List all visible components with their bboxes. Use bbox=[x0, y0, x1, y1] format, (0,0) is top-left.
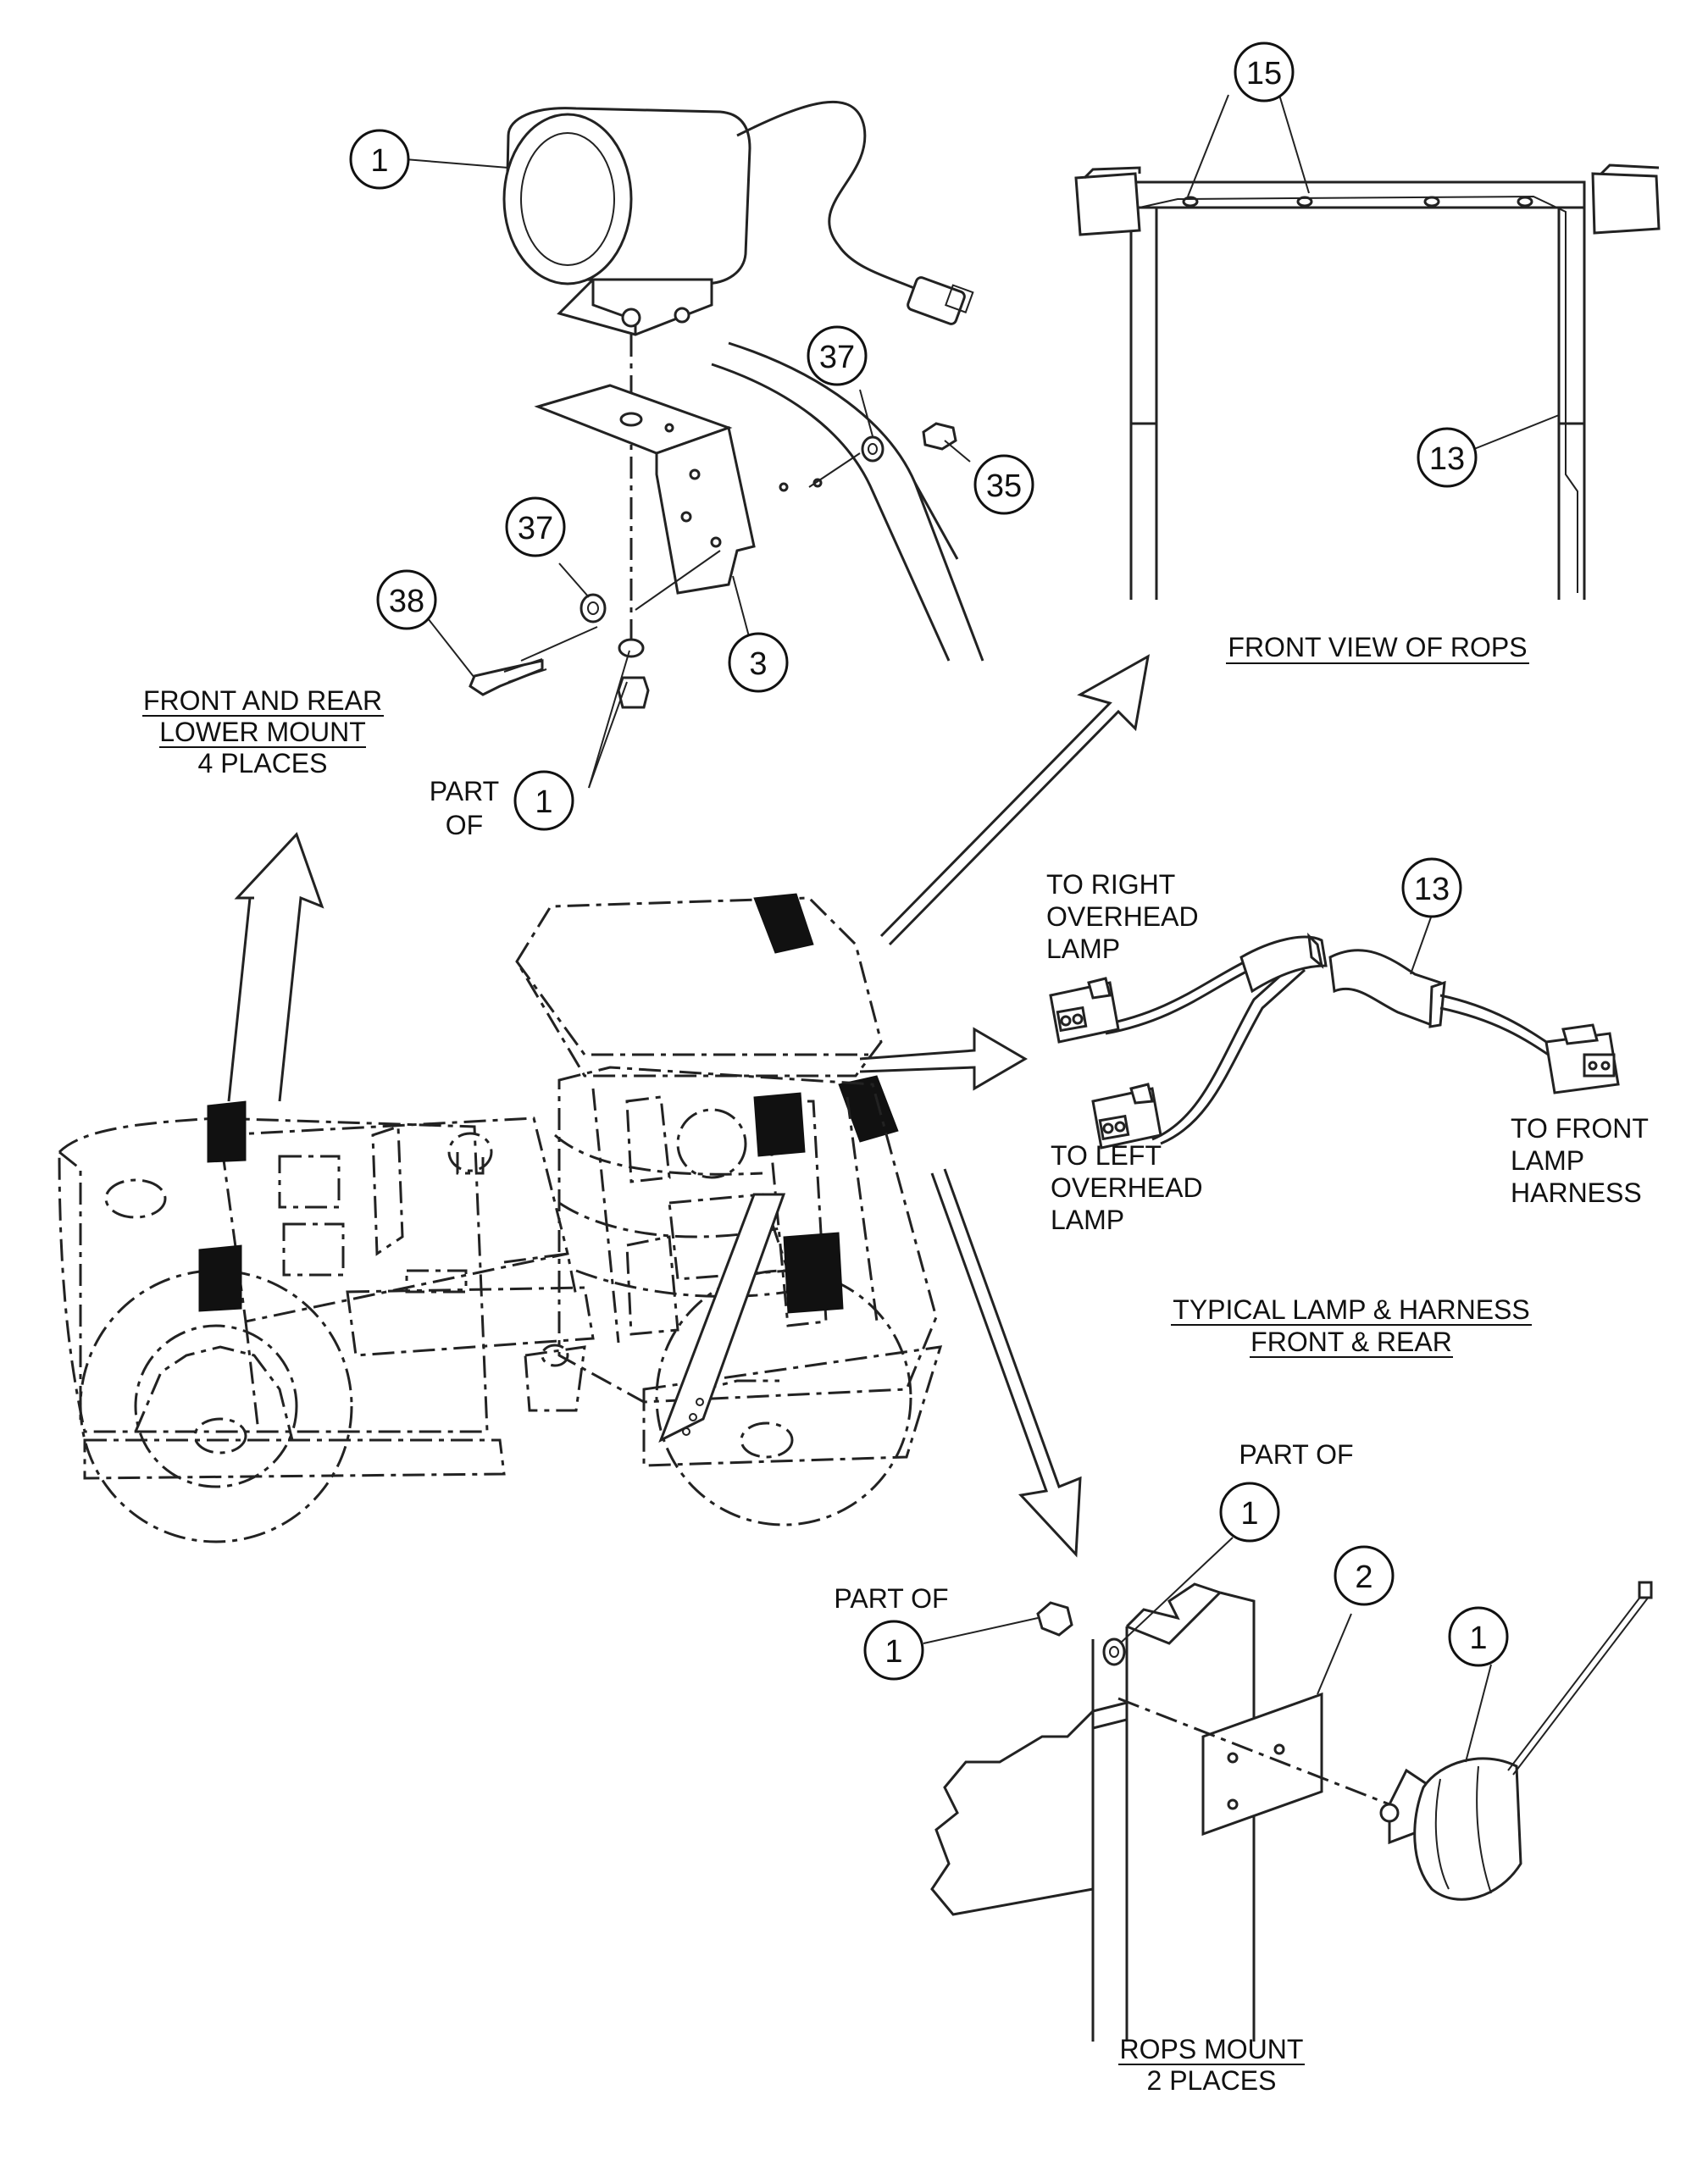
label-to-left-overhead-line3: LAMP bbox=[1051, 1205, 1124, 1235]
callout-13-harness: 13 bbox=[1401, 857, 1462, 918]
label-to-right-overhead-line1: TO RIGHT bbox=[1046, 869, 1175, 900]
callout-37-left-text: 37 bbox=[518, 511, 553, 546]
label-part-of-bottom-top-text: PART OF bbox=[1239, 1439, 1353, 1470]
label-to-right-overhead: TO RIGHT OVERHEAD LAMP bbox=[1046, 869, 1199, 964]
label-part-of-bottom-left-text: PART OF bbox=[834, 1583, 948, 1614]
callout-15-text: 15 bbox=[1246, 56, 1282, 91]
label-typical-lamp-line1: TYPICAL LAMP & HARNESS bbox=[1173, 1294, 1529, 1325]
callout-2-text: 2 bbox=[1355, 1560, 1372, 1595]
label-to-right-overhead-line3: LAMP bbox=[1046, 934, 1120, 964]
callout-1-top: 1 bbox=[349, 129, 410, 190]
roller-machine bbox=[58, 893, 943, 1543]
callout-35-text: 35 bbox=[986, 468, 1022, 504]
label-to-left-overhead-line2: OVERHEAD bbox=[1051, 1172, 1203, 1203]
callout-1-bottom-lamp: 1 bbox=[1448, 1606, 1509, 1667]
label-to-right-overhead-line2: OVERHEAD bbox=[1046, 901, 1199, 932]
view-arrows bbox=[227, 654, 1151, 1558]
callout-37-right: 37 bbox=[807, 325, 868, 386]
mounting-bracket bbox=[534, 384, 756, 595]
callout-1-partof-left-text: 1 bbox=[535, 784, 552, 820]
callout-2: 2 bbox=[1334, 1545, 1395, 1606]
label-part-of-left-line1: PART bbox=[430, 776, 499, 806]
label-to-front-lamp-line1: TO FRONT bbox=[1511, 1113, 1649, 1144]
callout-3: 3 bbox=[728, 632, 789, 693]
callout-38: 38 bbox=[376, 569, 437, 630]
rops-mount-detail bbox=[930, 1581, 1653, 2042]
callout-1-partof-bottom-left: 1 bbox=[863, 1620, 924, 1681]
callout-35: 35 bbox=[973, 454, 1034, 515]
lamp-harness bbox=[1049, 932, 1620, 1150]
callout-1-bottom-lamp-text: 1 bbox=[1469, 1621, 1487, 1656]
label-rops-mount-line1: ROPS MOUNT bbox=[1120, 2034, 1304, 2064]
callout-1-partof-bottom-left-text: 1 bbox=[884, 1634, 902, 1670]
callout-15: 15 bbox=[1234, 42, 1295, 103]
label-part-of-left: PART OF bbox=[430, 776, 499, 840]
label-typical-lamp: TYPICAL LAMP & HARNESS FRONT & REAR bbox=[1171, 1294, 1532, 1358]
callout-13-rops-text: 13 bbox=[1429, 441, 1465, 477]
label-part-of-left-line2: OF bbox=[446, 810, 483, 840]
callout-13-rops: 13 bbox=[1417, 427, 1478, 488]
label-part-of-bottom-top: PART OF bbox=[1239, 1439, 1353, 1470]
rops-upright-top bbox=[711, 341, 984, 662]
rops-front-view bbox=[1074, 163, 1661, 600]
label-typical-lamp-line2: FRONT & REAR bbox=[1250, 1327, 1452, 1357]
work-lamp-top bbox=[502, 100, 974, 644]
label-front-rear-mount-line1: FRONT AND REAR bbox=[143, 685, 382, 716]
label-to-front-lamp-line2: LAMP bbox=[1511, 1145, 1584, 1176]
label-rops-mount-line2: 2 PLACES bbox=[1147, 2065, 1277, 2096]
label-to-front-lamp: TO FRONT LAMP HARNESS bbox=[1511, 1113, 1649, 1208]
callout-1-partof-left: 1 bbox=[513, 770, 574, 831]
label-front-rear-mount-line3: 4 PLACES bbox=[198, 748, 328, 778]
callout-37-left: 37 bbox=[505, 496, 566, 557]
label-part-of-bottom-left: PART OF bbox=[834, 1583, 948, 1614]
label-front-rear-mount: FRONT AND REAR LOWER MOUNT 4 PLACES bbox=[142, 685, 384, 778]
label-to-front-lamp-line3: HARNESS bbox=[1511, 1177, 1642, 1208]
label-front-view-rops-text: FRONT VIEW OF ROPS bbox=[1228, 632, 1527, 662]
label-front-rear-mount-line2: LOWER MOUNT bbox=[159, 717, 366, 747]
callout-1-partof-bottom-top-text: 1 bbox=[1240, 1496, 1258, 1532]
label-front-view-rops: FRONT VIEW OF ROPS bbox=[1226, 632, 1529, 664]
callout-13-harness-text: 13 bbox=[1414, 872, 1450, 907]
callout-1-top-text: 1 bbox=[370, 143, 388, 179]
callout-1-partof-bottom-top: 1 bbox=[1219, 1482, 1280, 1543]
callout-38-text: 38 bbox=[389, 584, 424, 619]
callout-3-text: 3 bbox=[749, 646, 767, 682]
label-rops-mount: ROPS MOUNT 2 PLACES bbox=[1118, 2034, 1305, 2096]
label-to-left-overhead-line1: TO LEFT bbox=[1051, 1140, 1162, 1171]
callout-37-right-text: 37 bbox=[819, 340, 855, 375]
label-to-left-overhead: TO LEFT OVERHEAD LAMP bbox=[1051, 1140, 1203, 1235]
